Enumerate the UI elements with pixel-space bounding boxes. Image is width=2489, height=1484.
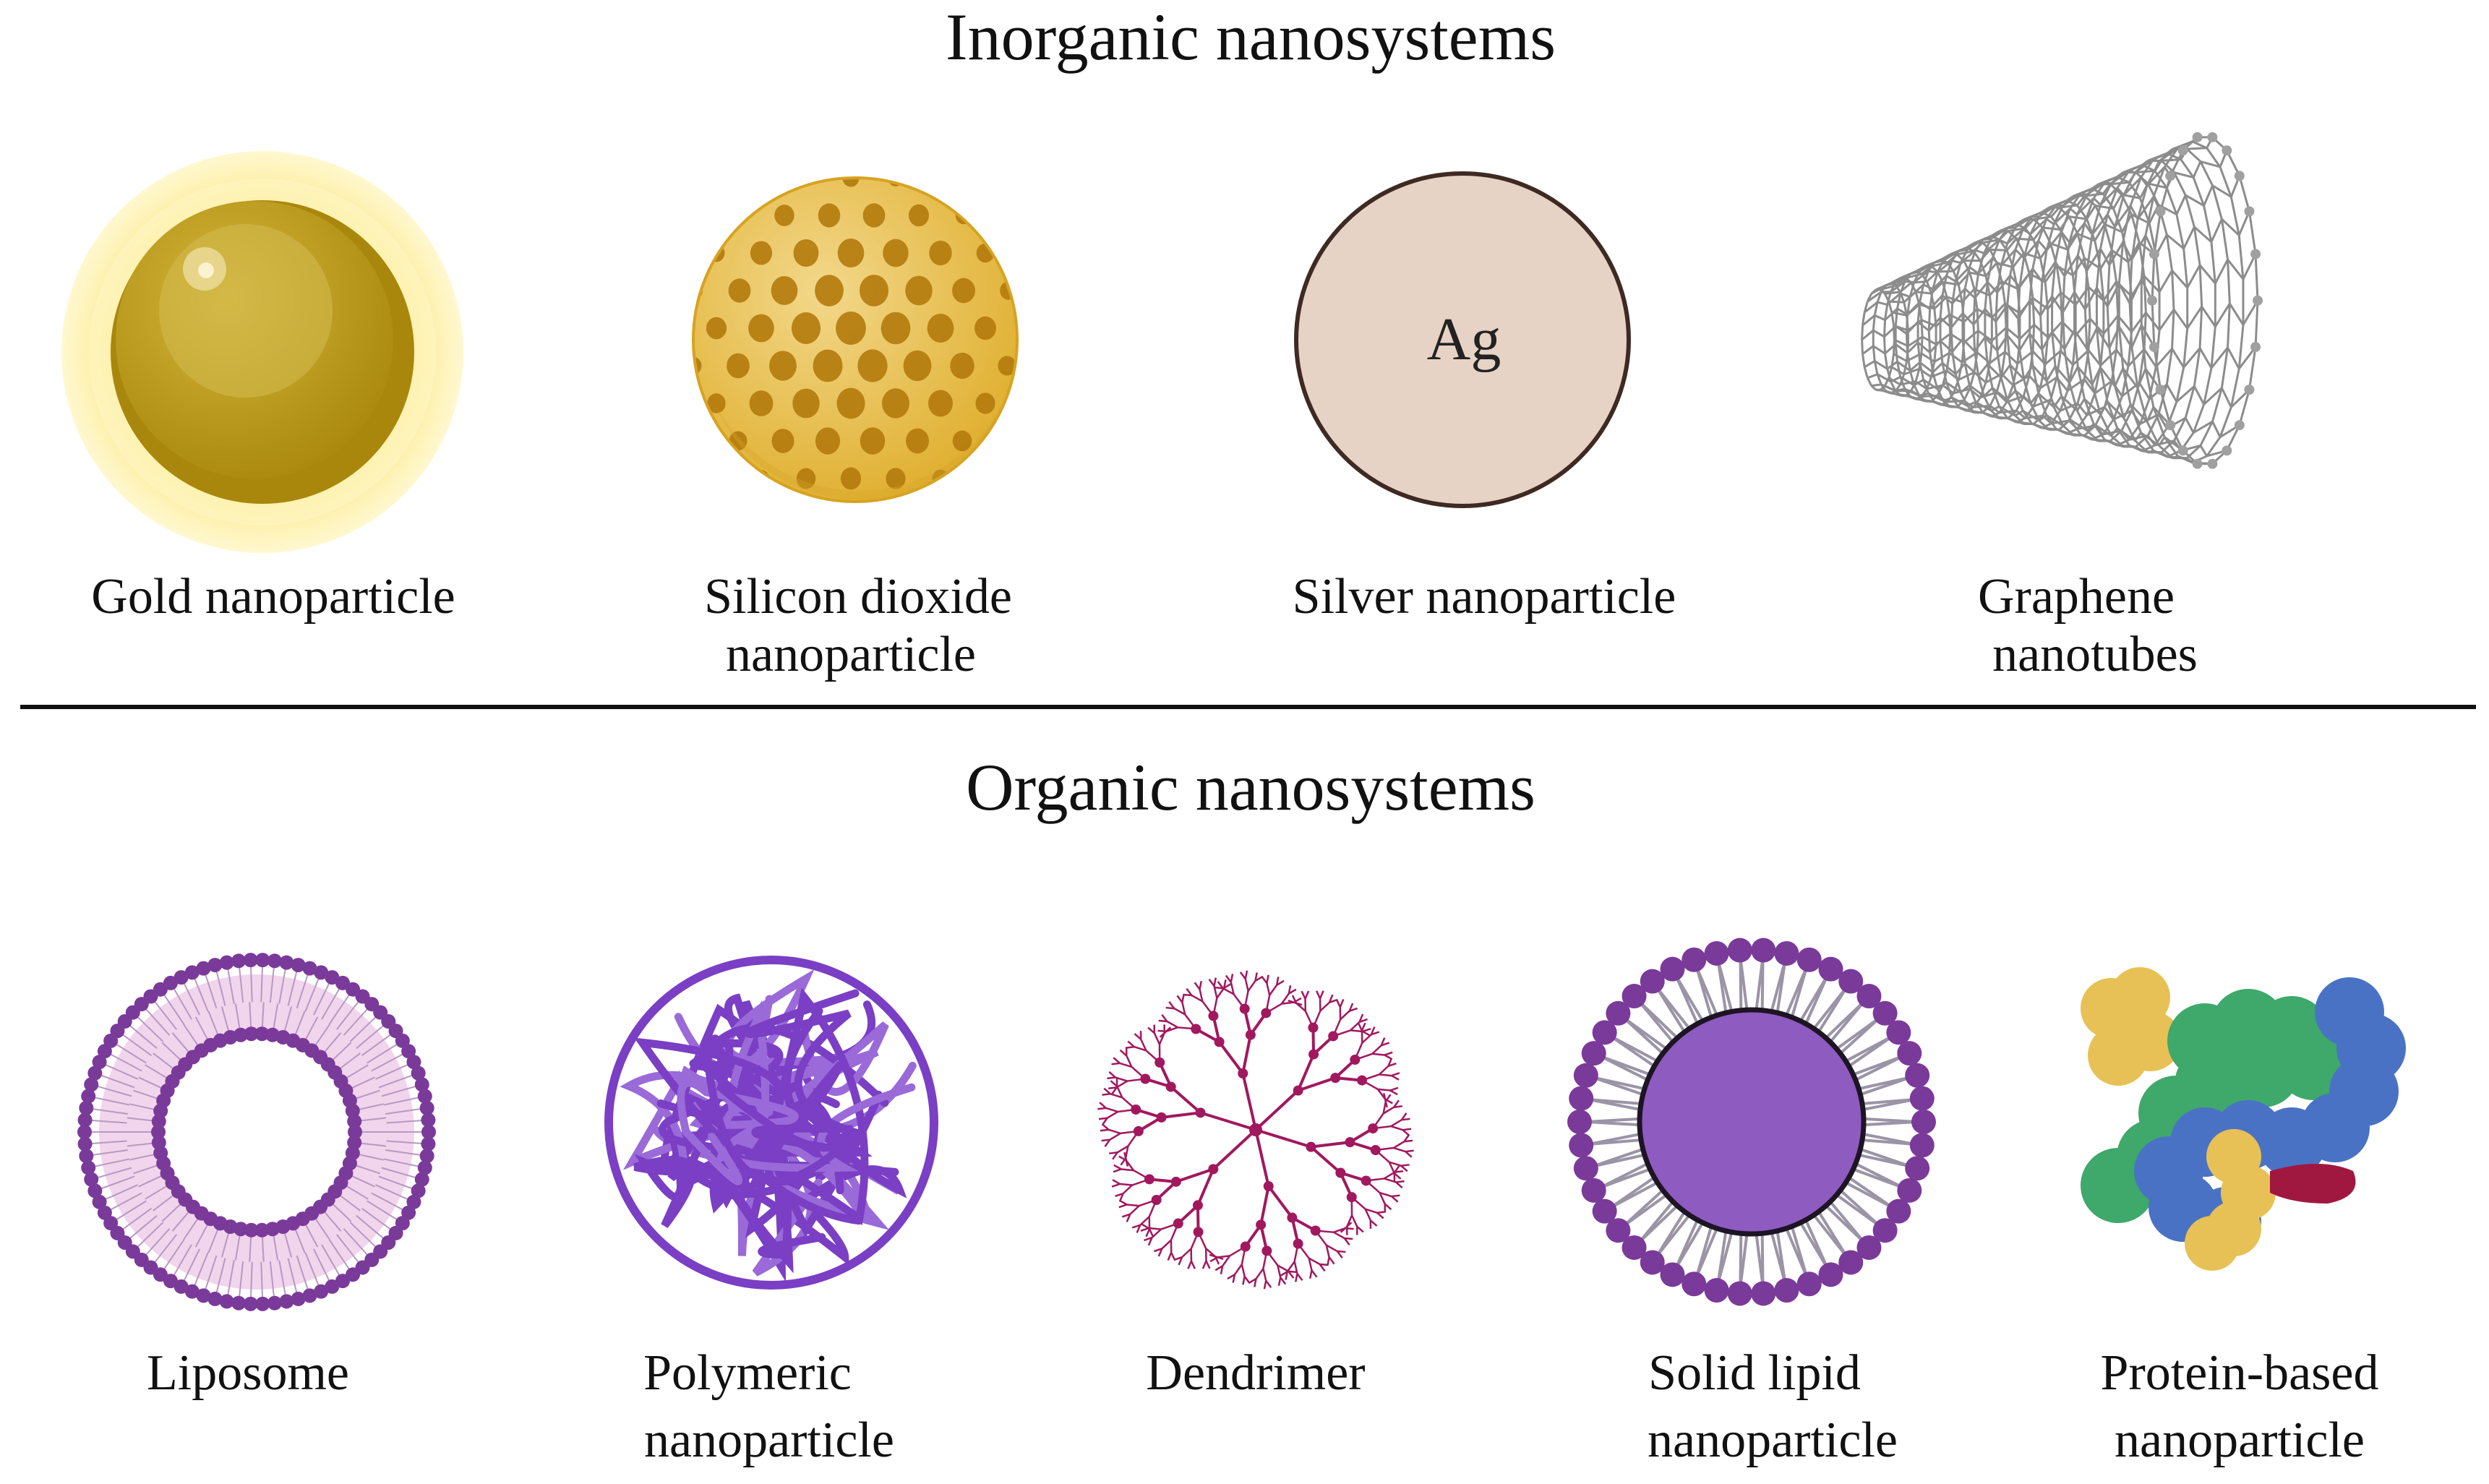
polymeric-nanoparticle-icon: [604, 956, 938, 1290]
label-solid-lipid-line2: nanoparticle: [1648, 1412, 1898, 1468]
silicon-dioxide-nanoparticle-icon: [692, 176, 1019, 503]
label-silicon-dioxide-line1: Silicon dioxide: [704, 569, 1012, 625]
gold-nanoparticle-icon: [61, 151, 463, 553]
protein-nanoparticle-icon: [2081, 967, 2406, 1271]
label-silver-nanoparticle: Silver nanoparticle: [1293, 569, 1676, 625]
label-protein-line2: nanoparticle: [2115, 1412, 2365, 1468]
silver-symbol: Ag: [1427, 306, 1501, 373]
label-solid-lipid-line1: Solid lipid: [1648, 1345, 1861, 1401]
label-silicon-dioxide-line2: nanoparticle: [726, 627, 976, 682]
label-protein-line1: Protein-based: [2101, 1345, 2379, 1401]
solid-lipid-nanoparticle-icon: [1567, 938, 1936, 1306]
section-title-organic: Organic nanosystems: [966, 750, 1535, 824]
label-polymeric-line2: nanoparticle: [644, 1412, 894, 1468]
label-dendrimer: Dendrimer: [1146, 1345, 1365, 1401]
graphene-nanotube-icon: [1861, 132, 2263, 469]
section-title-inorganic: Inorganic nanosystems: [946, 0, 1556, 74]
liposome-icon: [77, 953, 436, 1311]
label-polymeric-line1: Polymeric: [643, 1345, 852, 1401]
label-graphene-line2: nanotubes: [1992, 627, 2198, 682]
label-gold-nanoparticle: Gold nanoparticle: [91, 569, 455, 625]
dendrimer-icon: [1097, 970, 1414, 1290]
label-liposome: Liposome: [147, 1345, 349, 1401]
silver-nanoparticle-icon: Ag: [1294, 171, 1631, 508]
label-graphene-line1: Graphene: [1978, 569, 2175, 625]
